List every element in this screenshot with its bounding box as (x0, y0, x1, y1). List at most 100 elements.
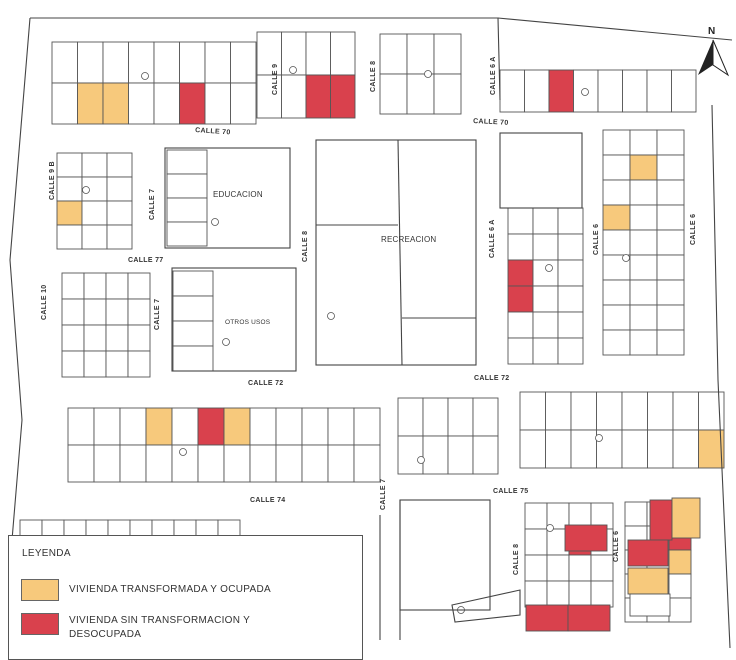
lot (179, 41, 206, 84)
lot (570, 391, 597, 431)
legend-swatch-untransformed (21, 613, 59, 635)
street-label-calle-7-south: CALLE 7 (380, 479, 387, 510)
lot (83, 298, 107, 326)
lot-untransformed (330, 74, 356, 119)
lot (507, 233, 534, 261)
lot (532, 233, 559, 261)
lot (61, 350, 85, 378)
street-label-calle-77: CALLE 77 (128, 257, 163, 264)
lot (433, 73, 462, 115)
lot-marker-icon (222, 338, 230, 346)
lot (128, 82, 155, 125)
lot (230, 82, 257, 125)
lot (447, 397, 474, 437)
lot (656, 204, 685, 231)
lot-marker-icon (546, 524, 554, 532)
lot (56, 176, 83, 202)
lot-layer (19, 31, 725, 632)
lot (602, 129, 631, 156)
lot (472, 435, 499, 475)
lot (397, 397, 424, 437)
lot (629, 279, 658, 306)
marker-layer (82, 66, 630, 614)
street-label-calle-6-east: CALLE 6 (690, 214, 697, 245)
lot (56, 152, 83, 178)
lot-untransformed (627, 539, 669, 567)
lot (646, 69, 672, 113)
lot (532, 207, 559, 235)
lot (524, 69, 550, 113)
lot (127, 298, 151, 326)
lot-transformed (602, 204, 631, 231)
lot (204, 41, 231, 84)
north-label: N (708, 26, 715, 37)
lot (507, 311, 534, 339)
street-label-calle-6a-mid: CALLE 6 A (489, 219, 496, 258)
lot (51, 41, 78, 84)
lot (171, 407, 199, 446)
lot-transformed (102, 82, 129, 125)
lot (102, 41, 129, 84)
street-label-calle-6-south: CALLE 6 (613, 531, 620, 562)
lot-transformed (77, 82, 104, 125)
lot (204, 82, 231, 125)
street-label-calle-8-south: CALLE 8 (513, 544, 520, 575)
lot (602, 279, 631, 306)
lot (145, 444, 173, 483)
lot (81, 200, 108, 226)
street-label-calle-9-north: CALLE 9 (272, 64, 279, 95)
lot (557, 207, 584, 235)
lot-marker-icon (179, 448, 187, 456)
lot (353, 444, 381, 483)
lot-marker-icon (424, 70, 432, 78)
lot (568, 554, 592, 582)
lot (602, 304, 631, 331)
lot (353, 407, 381, 446)
lot (105, 350, 129, 378)
lot (256, 74, 282, 119)
lot (397, 435, 424, 475)
lot (629, 254, 658, 281)
lot (524, 580, 548, 608)
lot (166, 173, 208, 199)
lot (127, 350, 151, 378)
lot-untransformed (525, 604, 569, 632)
empty-block-east (499, 132, 583, 209)
lot (230, 41, 257, 84)
street-label-calle-6-mid: CALLE 6 (593, 224, 600, 255)
lot (275, 407, 303, 446)
lot (67, 407, 95, 446)
legend-label-transformed: VIVIENDA TRANSFORMADA Y OCUPADA (69, 584, 271, 595)
lot (519, 429, 546, 469)
lot (379, 73, 408, 115)
lot-marker-icon (622, 254, 630, 262)
lot (602, 154, 631, 181)
lot (197, 444, 225, 483)
lot-marker-icon (545, 264, 553, 272)
lot (281, 74, 307, 119)
lot-transformed (223, 407, 251, 446)
lot (327, 407, 355, 446)
lot (532, 311, 559, 339)
lot (433, 33, 462, 75)
lot (166, 221, 208, 247)
lot (81, 224, 108, 250)
lot (379, 33, 408, 75)
lot (557, 311, 584, 339)
lot (656, 154, 685, 181)
lot (557, 285, 584, 313)
lot-marker-icon (417, 456, 425, 464)
lot-untransformed (564, 524, 608, 552)
lot-transformed (56, 200, 83, 226)
lot-untransformed (567, 604, 611, 632)
lot (119, 407, 147, 446)
lot (106, 224, 133, 250)
lot-marker-icon (289, 66, 297, 74)
lot (172, 320, 214, 347)
lot (105, 272, 129, 300)
lot (557, 337, 584, 365)
lot (83, 324, 107, 352)
lot (519, 391, 546, 431)
lot (77, 41, 104, 84)
open-space-label: OTROS USOS (225, 319, 271, 326)
